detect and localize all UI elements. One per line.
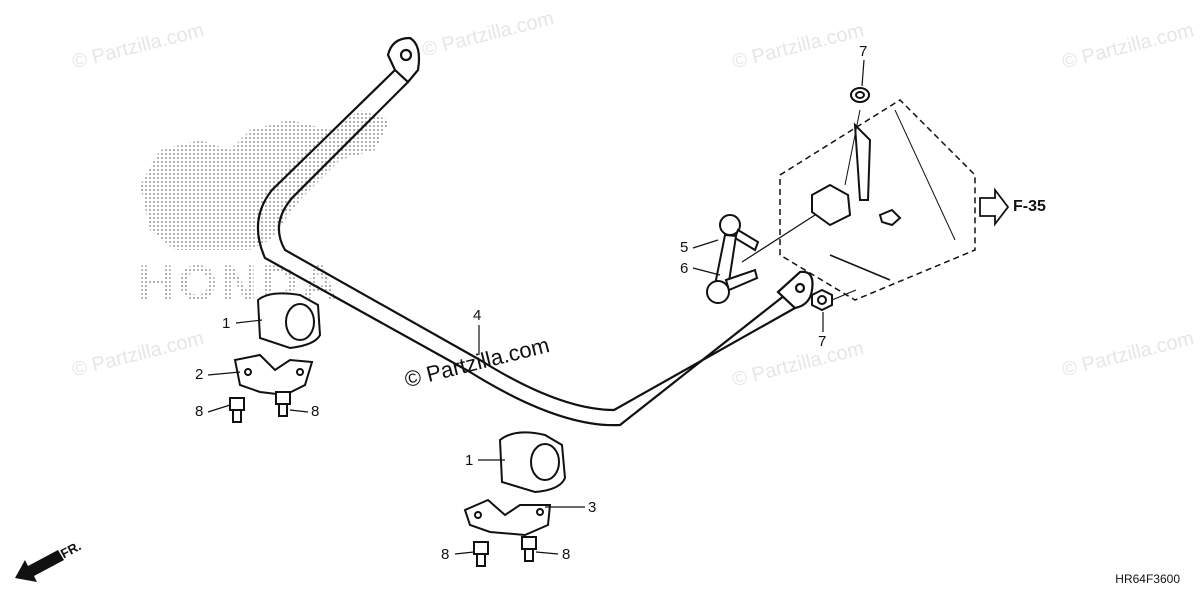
bushing-left — [256, 292, 322, 350]
frame-reference-label: F-35 — [1013, 198, 1046, 215]
callout-3: 3 — [588, 499, 597, 516]
callout-8-left-b: 8 — [311, 403, 320, 420]
bushing-right — [498, 431, 567, 494]
bolts-left — [229, 391, 291, 423]
callout-8-right-b: 8 — [562, 546, 571, 563]
callout-7-top: 7 — [859, 43, 868, 60]
honda-logo: HONDA — [138, 110, 390, 311]
diagram-code: HR64F3600 — [1115, 572, 1180, 586]
callout-5: 5 — [680, 239, 689, 256]
callout-8-left-a: 8 — [195, 403, 204, 420]
callout-6: 6 — [680, 260, 689, 277]
frame-ref-arrow-icon — [979, 187, 1010, 227]
callout-2: 2 — [195, 366, 204, 383]
nut-top — [850, 87, 870, 103]
callout-1-right: 1 — [465, 452, 474, 469]
bracket-left — [233, 353, 314, 397]
leader-lines — [207, 59, 865, 555]
nut-bottom — [811, 288, 833, 312]
frame-bracket — [811, 109, 956, 281]
callout-8-right-a: 8 — [441, 546, 450, 563]
bracket-right — [463, 498, 552, 537]
callout-4: 4 — [473, 307, 482, 324]
frame-reference-box — [779, 99, 976, 301]
stabilizer-link — [706, 214, 760, 304]
stabilizer-bar — [256, 36, 814, 427]
callout-7-bottom: 7 — [818, 333, 827, 350]
front-direction-arrow-icon — [15, 550, 64, 582]
callout-1-left: 1 — [222, 315, 231, 332]
bolts-right — [473, 536, 537, 567]
